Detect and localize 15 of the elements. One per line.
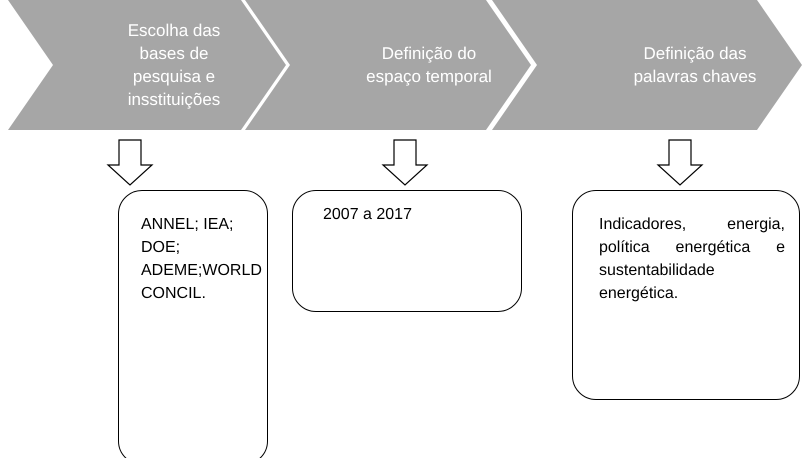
box-text: Indicadores, energia, política energética e sustentabilidade energética.	[599, 215, 785, 304]
step-title: Definição do espaço temporal	[365, 43, 493, 88]
step-title: Escolha das bases de pesquisa e insstituições	[126, 20, 222, 111]
rounded-box	[292, 190, 522, 312]
box-text: ANNEL; IEA; DOE; ADEME;WORLD CONCIL.	[141, 215, 259, 304]
box-text: 2007 a 2017	[323, 205, 413, 225]
chevron-step	[492, 0, 802, 130]
hollow-arrow	[381, 139, 429, 186]
step-title: Definição das palavras chaves	[632, 43, 758, 88]
rounded-box	[572, 190, 800, 400]
chevron-step	[245, 0, 531, 130]
chevron-step	[8, 0, 286, 130]
hollow-arrow	[656, 139, 704, 186]
rounded-box	[118, 190, 268, 458]
hollow-arrow	[106, 139, 154, 186]
